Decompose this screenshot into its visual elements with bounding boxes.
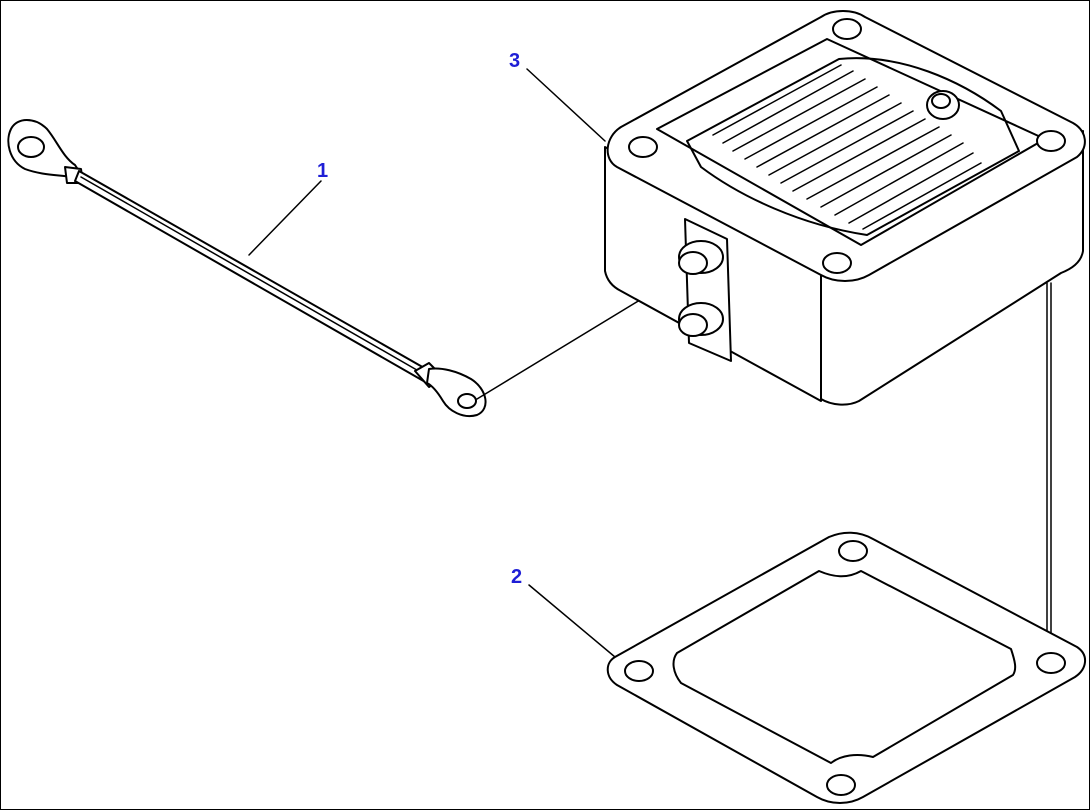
gasket-hole-bottom [826, 774, 856, 796]
gasket-part: 2 [511, 531, 1086, 804]
heating-element-fins [712, 64, 982, 230]
gasket-inner [672, 570, 1017, 764]
leader-line-2 [528, 584, 616, 658]
callout-1: 1 [317, 160, 328, 182]
callout-3: 3 [509, 50, 520, 72]
terminal-bolt-lower [678, 302, 724, 337]
housing-opening [686, 57, 1020, 236]
leader-line-3 [526, 68, 606, 142]
gasket-hole-top [838, 540, 868, 562]
terminal-bolt-upper [678, 240, 724, 275]
callout-2: 2 [511, 566, 522, 588]
left-ring-hole [17, 136, 45, 158]
inner-bolt-top [931, 93, 951, 109]
housing-hole-right [1036, 130, 1066, 152]
strap-rod-highlight [80, 176, 430, 378]
right-ring-terminal [426, 367, 487, 417]
terminal-block [684, 218, 732, 362]
leader-line-1 [248, 180, 322, 256]
housing-top-face [606, 10, 1086, 282]
housing-hole-bottom [822, 252, 852, 274]
gasket-hole-left [624, 660, 654, 682]
housing-hole-top [832, 18, 862, 40]
gasket-hole-right [1036, 652, 1066, 674]
heater-housing-part: 3 [509, 10, 1086, 406]
gasket-outer [606, 531, 1086, 804]
housing-hole-left [628, 136, 658, 158]
right-ring-hole [457, 393, 477, 409]
ground-strap-part: 1 [7, 119, 487, 417]
housing-right-face [820, 130, 1084, 406]
